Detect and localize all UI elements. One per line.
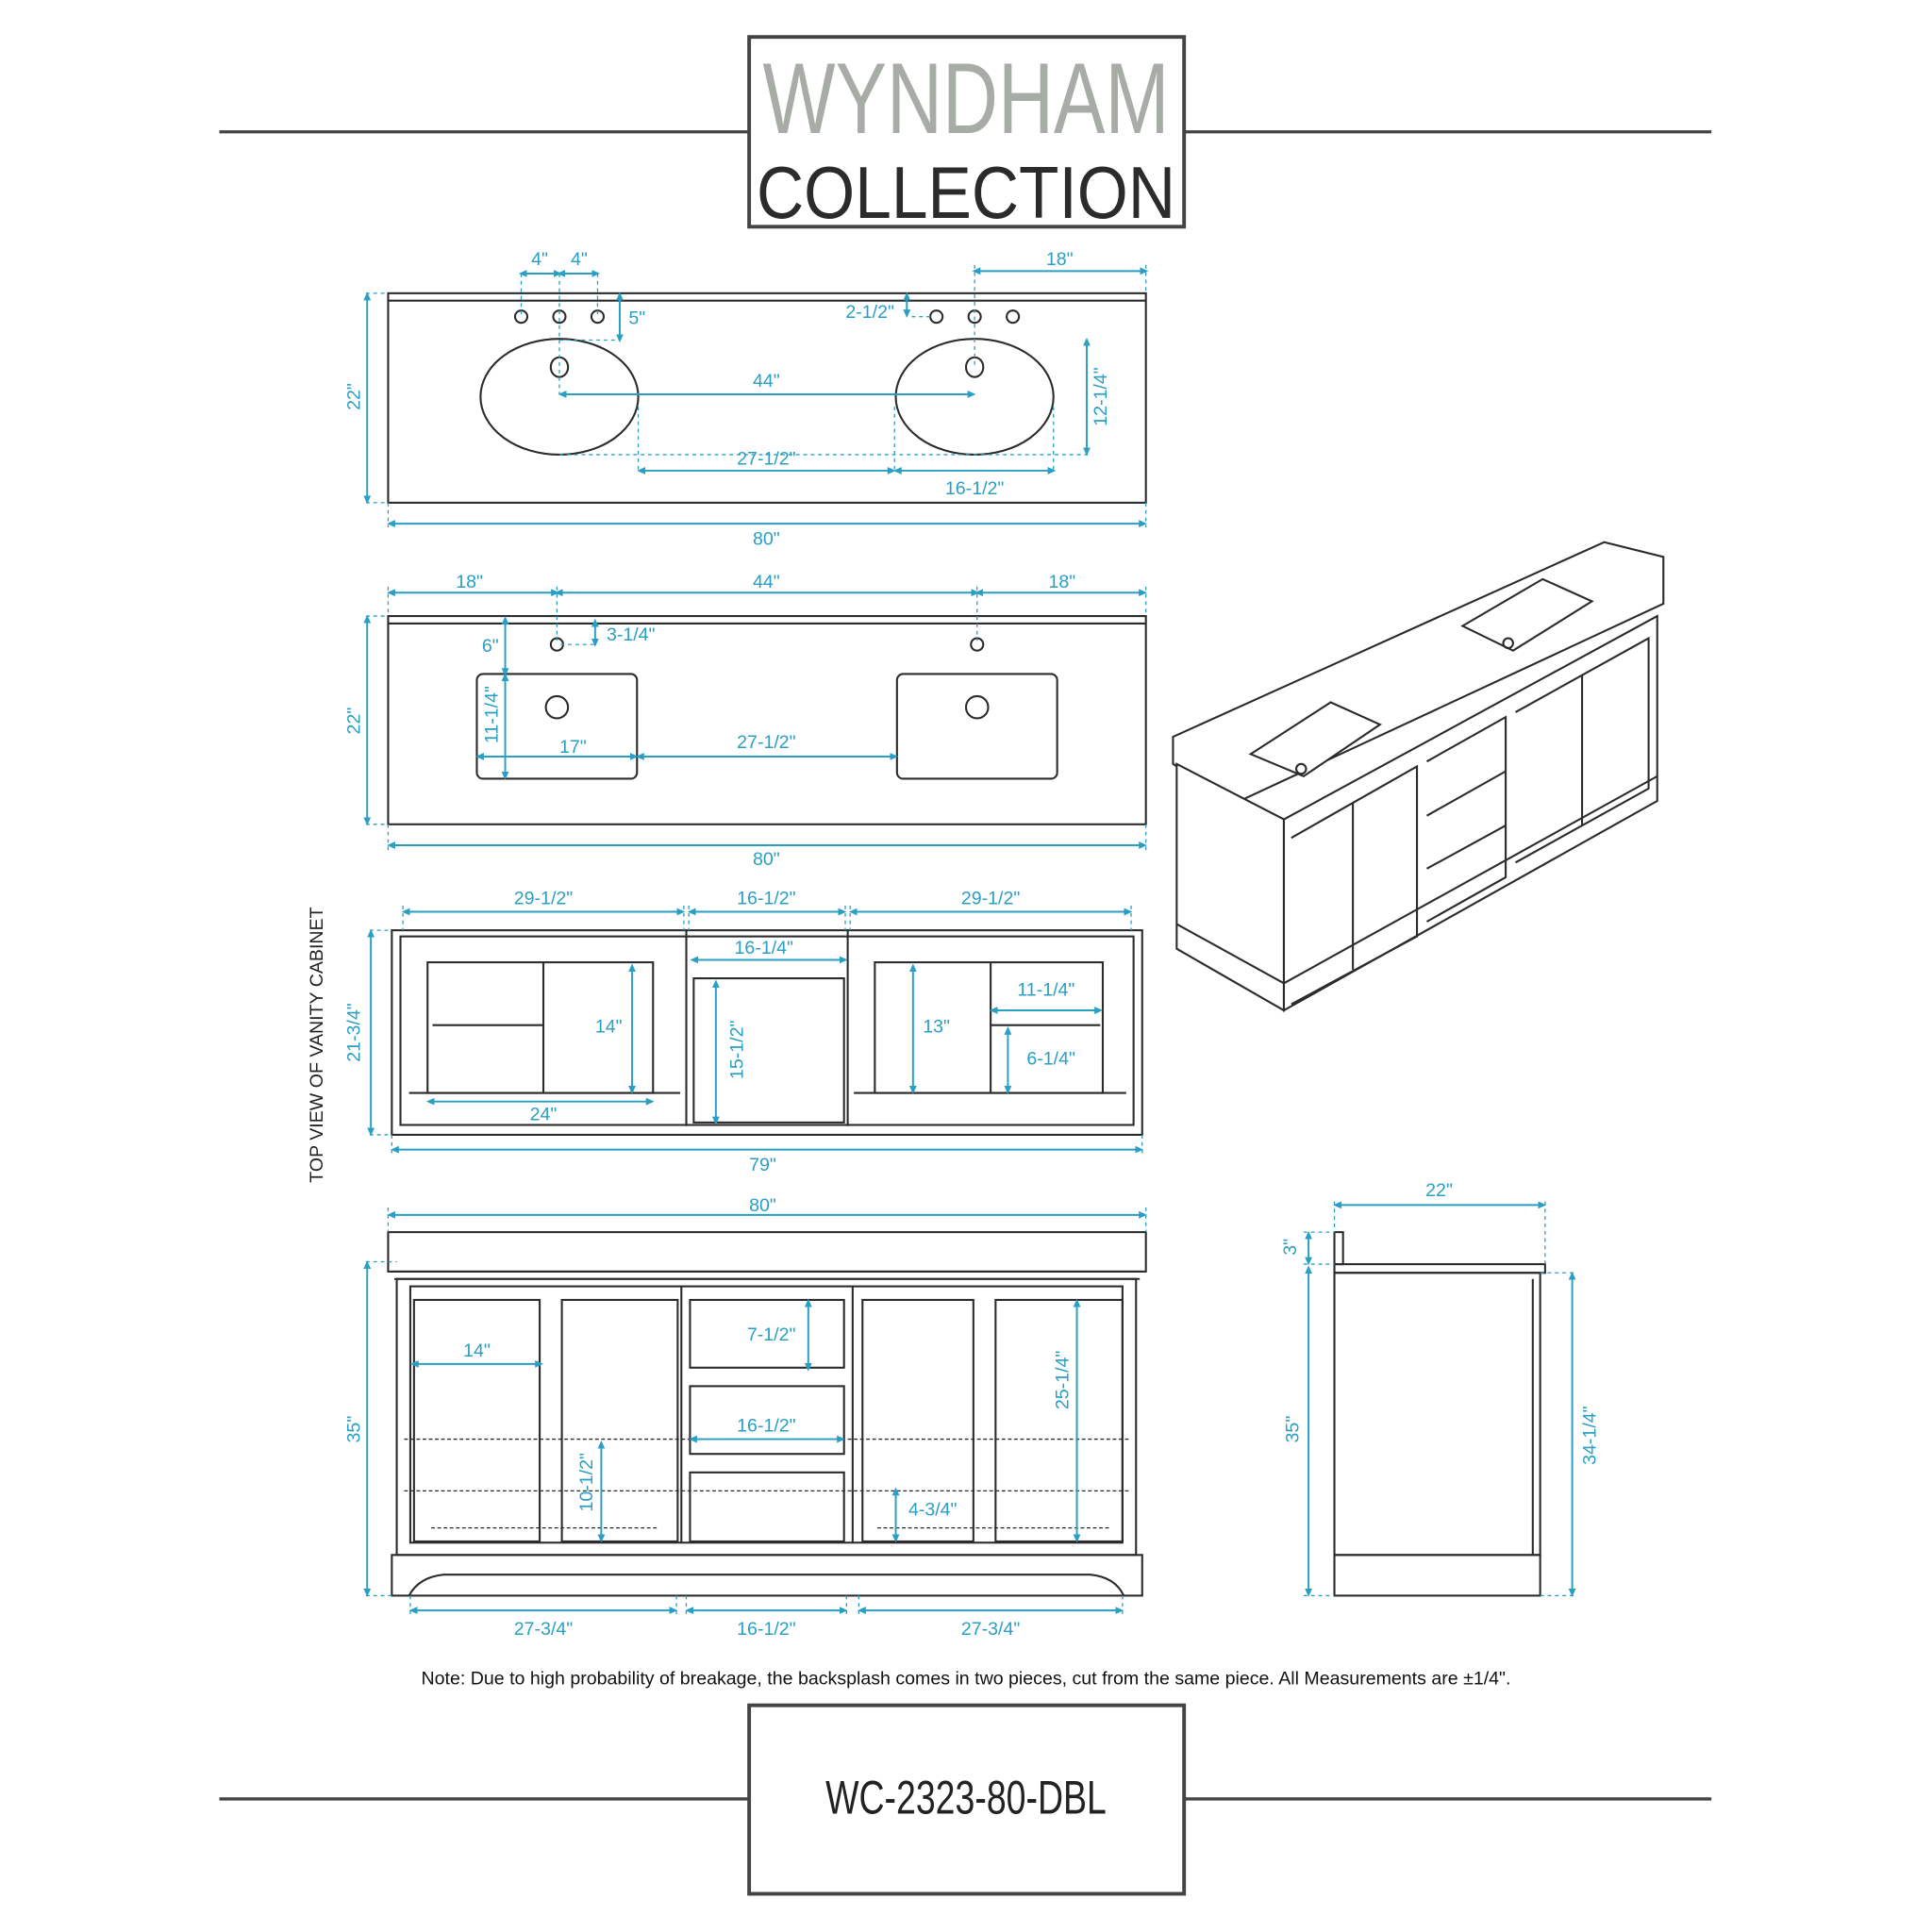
dim-faucet-offset: 3-1/4"	[607, 625, 656, 645]
dim-right: 27-3/4"	[961, 1619, 1021, 1640]
dim-shelf-height: 10-1/2"	[576, 1453, 597, 1512]
dim-splash: 3"	[1280, 1239, 1301, 1256]
dim-center: 16-1/2"	[737, 889, 796, 909]
dim-gap: 27-1/2"	[737, 448, 796, 469]
dim-height: 35"	[1283, 1416, 1304, 1443]
front-view: 80" 14" 7-1/2" 16-1/2" 25-1/4" 10-1/2" 4…	[343, 1195, 1147, 1640]
dim-depth: 22"	[343, 708, 364, 735]
dim-toe: 4-3/4"	[908, 1500, 958, 1521]
dim-door-width: 14"	[463, 1341, 491, 1361]
dim-center-to-center: 44"	[753, 371, 780, 391]
note-text: Note: Due to high probability of breakag…	[422, 1668, 1511, 1689]
dim-splash-offset: 2-1/2"	[845, 302, 894, 323]
dim-bowl-width: 16-1/2"	[945, 478, 1005, 499]
dim-depth: 21-3/4"	[343, 1003, 364, 1062]
dim-left: 29-1/2"	[514, 889, 574, 909]
dim-center: 44"	[753, 572, 780, 592]
dim-shelf-height: 6-1/4"	[1026, 1048, 1075, 1069]
vanity-perspective-illustration	[1172, 541, 1665, 1012]
model-footer: WC-2323-80-DBL	[219, 1703, 1712, 1896]
dim-faucet-depth: 5"	[628, 308, 645, 329]
dim-bowl-depth: 12-1/4"	[1091, 367, 1111, 426]
dim-faucet-spacing-a: 4"	[531, 249, 548, 270]
dim-faucet-depth: 6"	[482, 636, 499, 657]
dim-width: 80"	[753, 849, 780, 870]
dim-shelf-width: 11-1/4"	[1017, 979, 1074, 1000]
dim-left-width: 24"	[530, 1104, 558, 1124]
dim-width: 80"	[749, 1195, 776, 1216]
cabinet-top-view: TOP VIEW OF VANITY CABINET 29-1/2" 16-1/…	[307, 889, 1144, 1183]
dim-drawer-width: 16-1/4"	[735, 938, 794, 958]
rect-sink-top-view: 18" 44" 18" 3-1/4" 6" 11-1/4" 17" 27-1/2…	[343, 572, 1147, 870]
dim-width: 80"	[753, 528, 780, 549]
dim-depth: 22"	[1425, 1180, 1453, 1201]
dim-faucet-spacing-b: 4"	[571, 249, 588, 270]
dim-right: 29-1/2"	[961, 889, 1021, 909]
dim-bowl-depth: 11-1/4"	[482, 686, 503, 743]
dim-edge-to-faucet: 18"	[1046, 249, 1074, 270]
dim-center: 16-1/2"	[737, 1619, 796, 1640]
dim-depth: 22"	[343, 383, 364, 410]
brand-header: WYNDHAM COLLECTION	[219, 35, 1712, 234]
dim-left-height: 14"	[595, 1017, 623, 1038]
dim-right-height: 13"	[923, 1017, 950, 1038]
side-label: TOP VIEW OF VANITY CABINET	[307, 907, 327, 1182]
oval-sink-top-view: 4" 4" 18" 5" 2-1/2" 44" 12-1/4" 27-1/2" …	[343, 249, 1149, 549]
dim-gap: 27-1/2"	[737, 732, 796, 753]
model-number: WC-2323-80-DBL	[825, 1772, 1107, 1824]
dim-drawer-depth: 15-1/2"	[727, 1021, 748, 1080]
dim-drawer-width: 16-1/2"	[737, 1416, 796, 1437]
dim-cabinet-height: 34-1/4"	[1579, 1406, 1600, 1465]
dim-width: 79"	[749, 1155, 776, 1175]
dim-drawer-height: 7-1/2"	[747, 1324, 796, 1345]
brand-logo-wyndham: WYNDHAM	[762, 42, 1169, 155]
dim-opening-height: 25-1/4"	[1052, 1351, 1073, 1410]
brand-logo-collection: COLLECTION	[757, 151, 1175, 234]
dim-right: 18"	[1049, 572, 1076, 592]
side-view: 22" 3" 35" 34-1/4"	[1280, 1180, 1600, 1597]
dim-left: 18"	[456, 572, 483, 592]
dim-height: 35"	[343, 1416, 364, 1443]
dim-bowl-width: 17"	[559, 737, 587, 758]
dim-left: 27-3/4"	[514, 1619, 574, 1640]
